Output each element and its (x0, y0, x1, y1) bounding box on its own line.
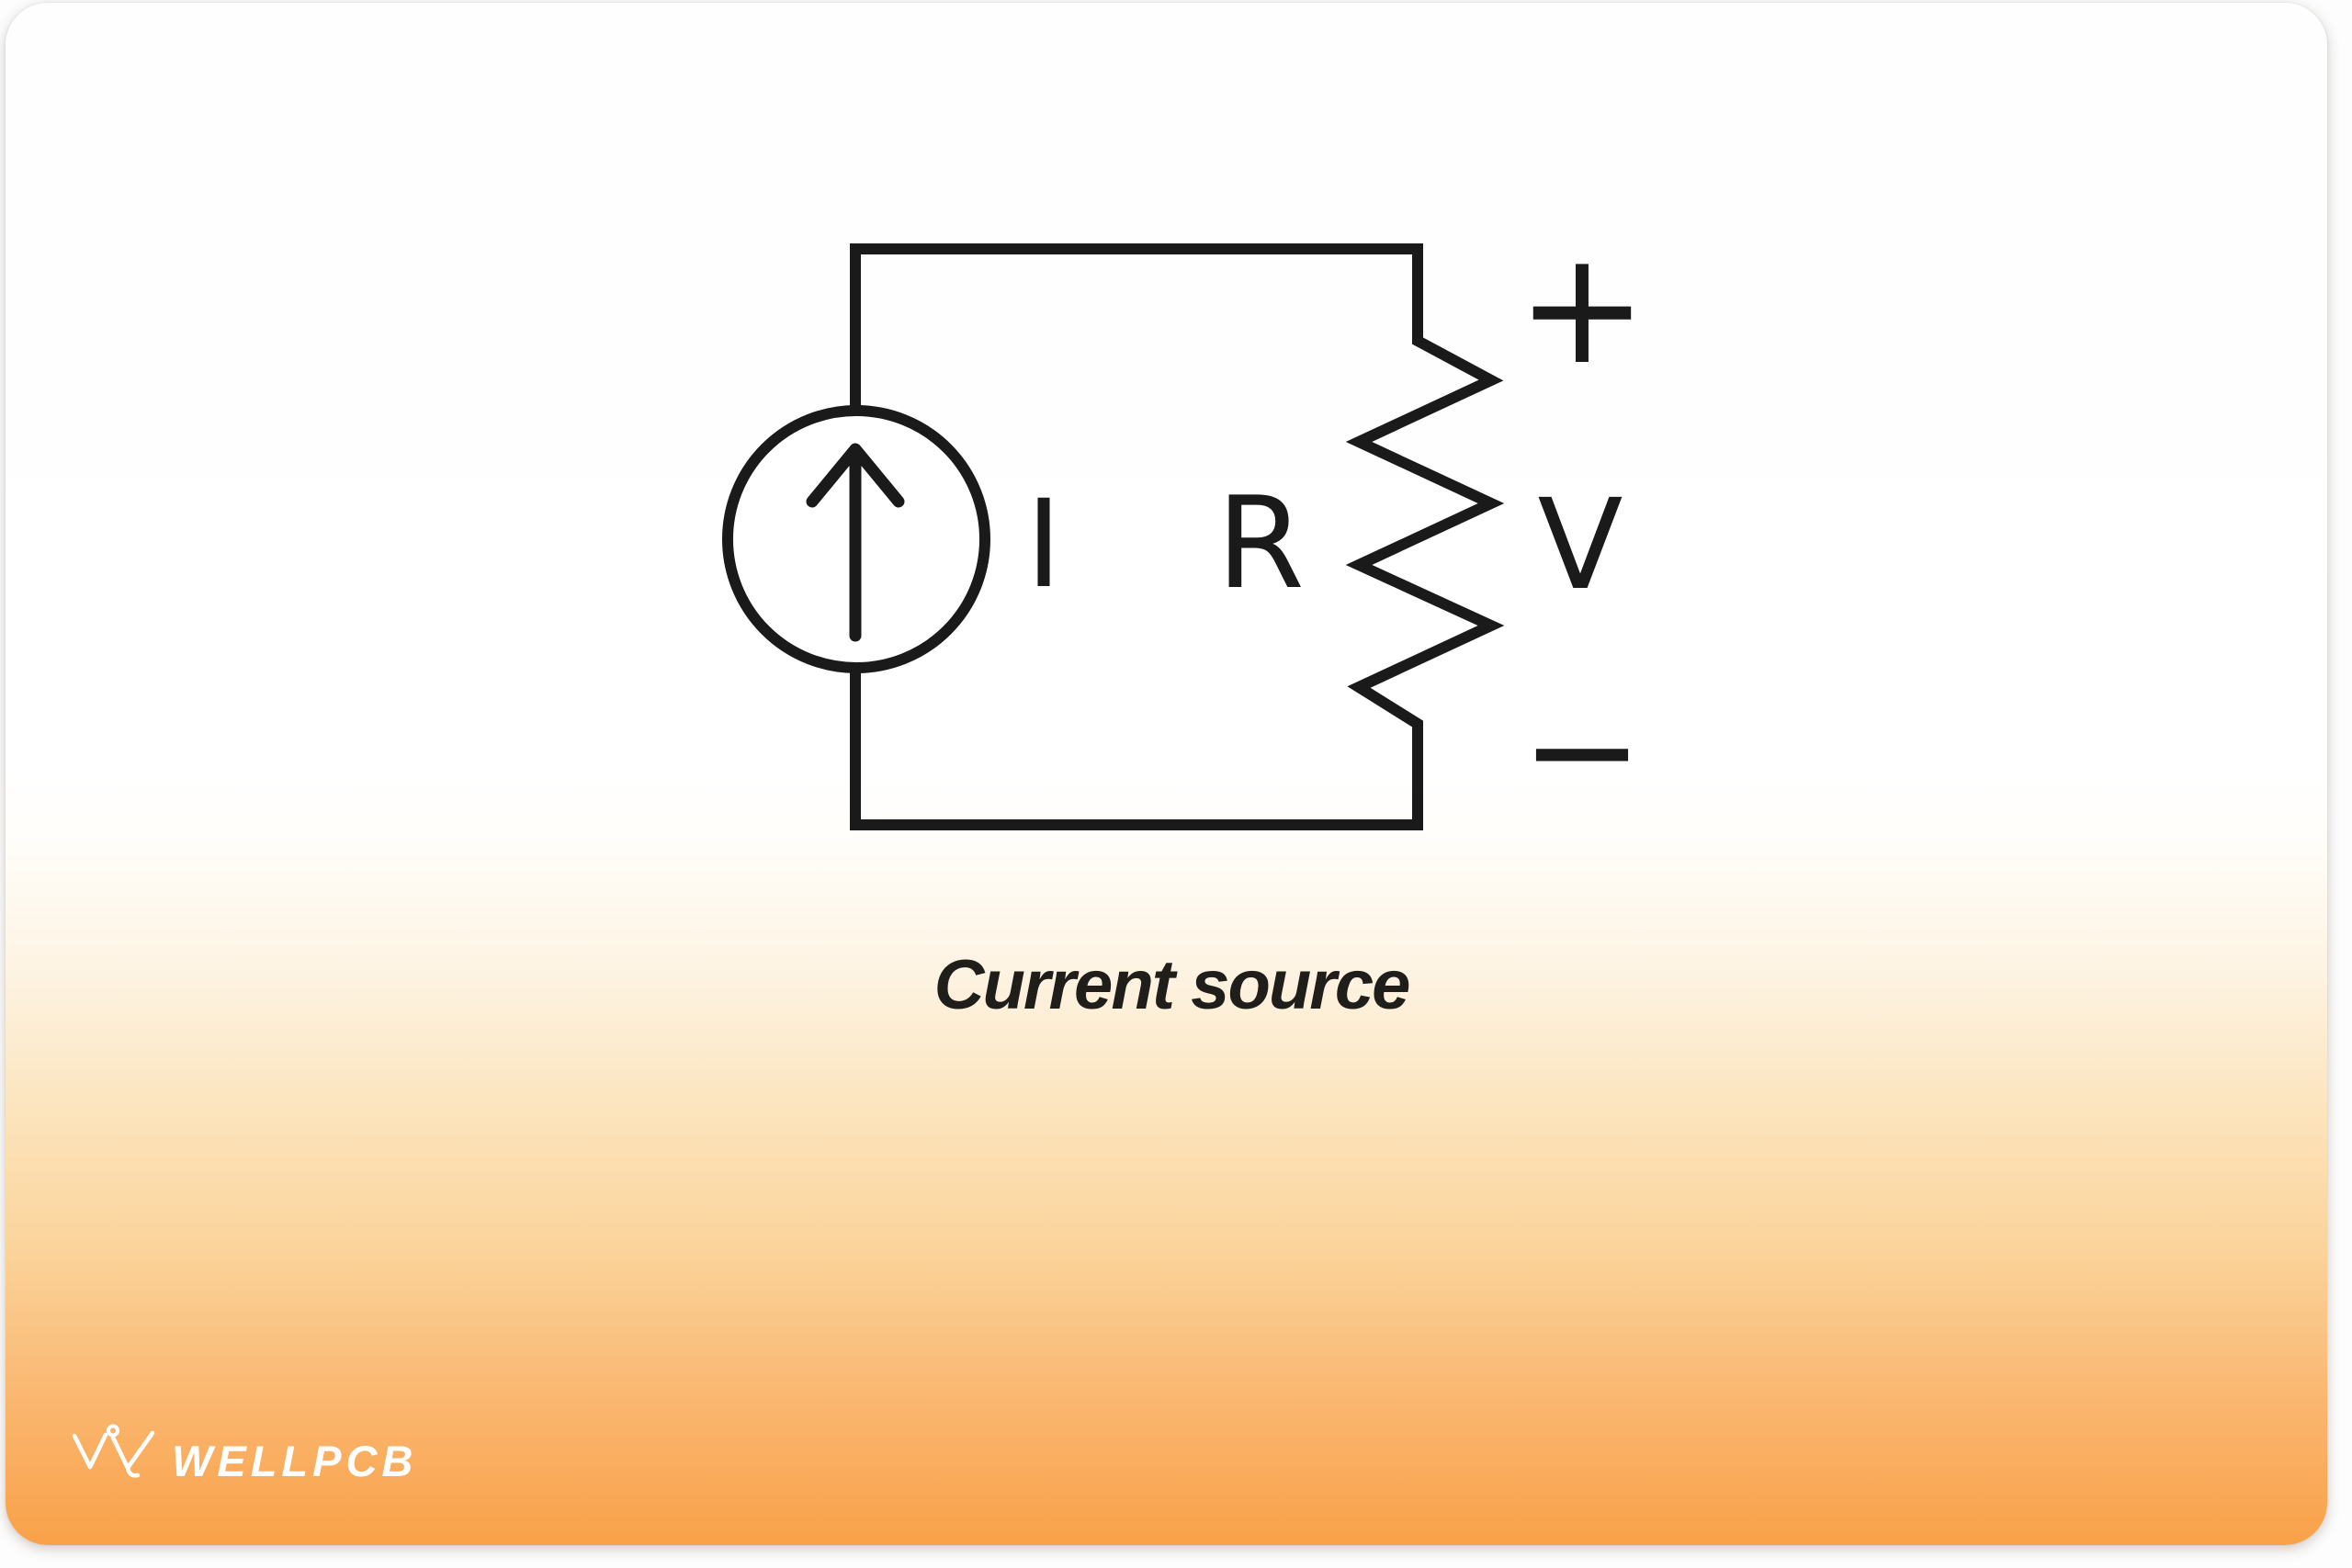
w-icon-tail (125, 1465, 141, 1478)
diagram-caption: Current source (933, 946, 1411, 1024)
label-resistance: R (1216, 469, 1305, 617)
circuit-diagram: I R V + − (722, 218, 1647, 836)
label-current: I (1026, 474, 1062, 615)
content-card: I R V + − Current source WELLPCB (6, 3, 2327, 1545)
label-polarity-plus: + (1517, 218, 1647, 400)
current-arrow-head (806, 443, 905, 508)
label-voltage: V (1537, 473, 1623, 618)
label-polarity-minus: − (1521, 664, 1644, 836)
w-icon-dot (107, 1424, 119, 1438)
w-icon-left-v (72, 1432, 108, 1470)
brand-logo-text: WELLPCB (172, 1436, 418, 1485)
brand-logo: WELLPCB (71, 1423, 417, 1485)
wellpcb-w-icon (72, 1424, 155, 1478)
circuit-wire-loop (850, 243, 1505, 830)
w-icon-right-v (110, 1430, 155, 1471)
